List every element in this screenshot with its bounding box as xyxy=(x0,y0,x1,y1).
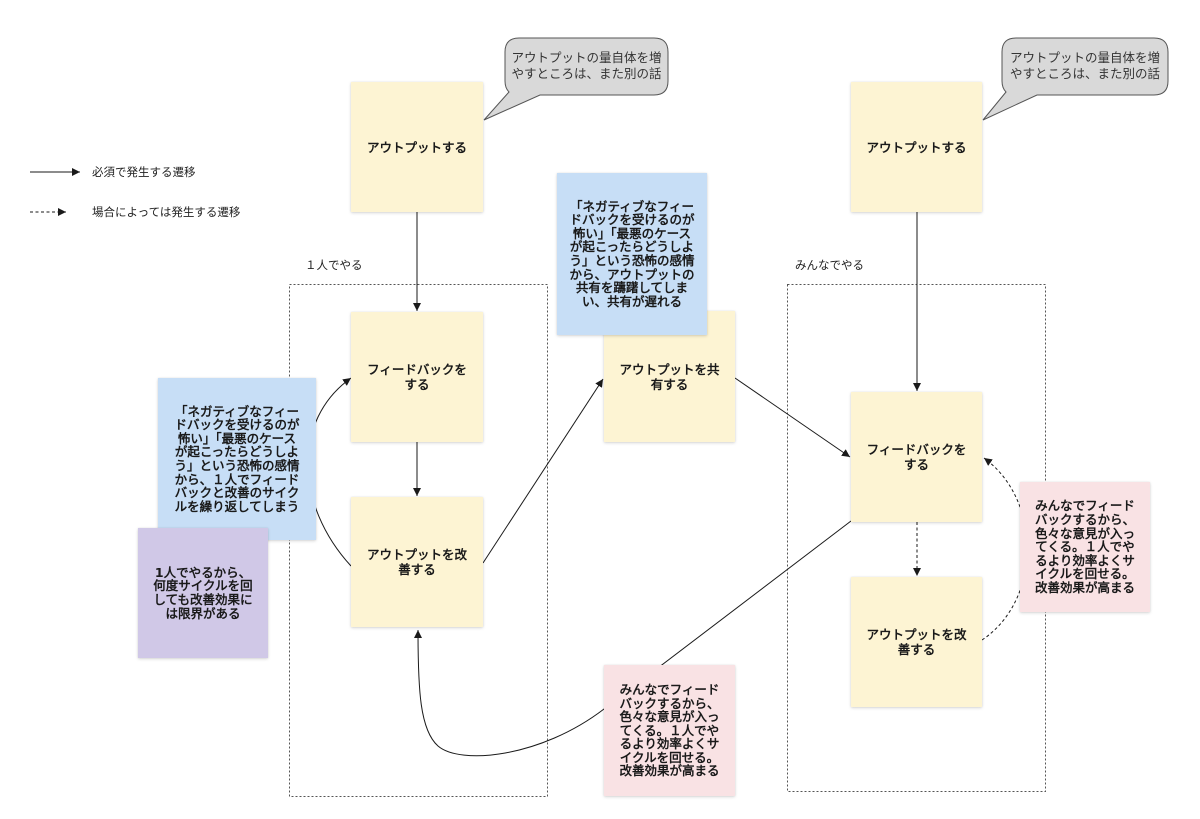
team-speech-bubble xyxy=(982,37,1169,121)
arrow-solo-improve-to-share xyxy=(482,378,604,564)
sticky-team-improve-text: アウトプットを改 善する xyxy=(866,627,967,657)
note-team-benefit-text: みんなでフィード バックするから、 色々な意見が入っ てくる。１人でや るより効… xyxy=(1034,498,1135,595)
sticky-team-output-text: アウトプットする xyxy=(866,139,967,155)
sticky-solo-feedback: フィードバックを する xyxy=(351,312,483,442)
sticky-solo-feedback-text: フィードバックを する xyxy=(367,362,467,392)
note-team-benefit: みんなでフィード バックするから、 色々な意見が入っ てくる。１人でや るより効… xyxy=(1020,482,1150,612)
note-solo-fear: 「ネガティブなフィー ドバックを受けるのが 怖い」「最悪のケース が起こったらど… xyxy=(158,378,316,540)
solo-speech-bubble xyxy=(483,37,669,121)
sticky-team-output: アウトプットする xyxy=(851,82,982,212)
solo-group-frame xyxy=(289,284,548,797)
team-section-label: みんなでやる xyxy=(795,258,864,272)
sticky-team-improve: アウトプットを改 善する xyxy=(851,577,982,707)
team-speech-bubble-text: アウトプットの量自体を増 やすところは、また別の話 xyxy=(1009,50,1160,81)
legend-required-label: 必須で発生する遷移 xyxy=(92,165,196,179)
sticky-team-feedback-text: フィードバックを する xyxy=(866,442,967,472)
solo-section-label: １人でやる xyxy=(305,258,363,272)
sticky-team-feedback: フィードバックを する xyxy=(851,392,982,522)
note-share-benefit: みんなでフィード バックするから、 色々な意見が入っ てくる。１人でや るより効… xyxy=(604,665,735,796)
note-solo-limit-text: 1人でやるから、 何度サイクルを回 しても改善効果に は限界がある xyxy=(153,564,253,621)
note-solo-fear-text: 「ネガティブなフィー ドバックを受けるのが 怖い」「最悪のケース が起こったらど… xyxy=(174,403,300,514)
note-share-benefit-text: みんなでフィード バックするから、 色々な意見が入っ てくる。１人でや るより効… xyxy=(619,681,720,779)
sticky-solo-output-text: アウトプットする xyxy=(366,139,467,155)
note-solo-limit: 1人でやるから、 何度サイクルを回 しても改善効果に は限界がある xyxy=(138,528,268,658)
sticky-solo-output: アウトプットする xyxy=(351,82,483,212)
sticky-share-output-text: アウトプットを共 有する xyxy=(619,361,720,392)
solo-speech-bubble-text: アウトプットの量自体を増 やすところは、また別の話 xyxy=(511,50,662,81)
sticky-solo-improve-text: アウトプットを改 善する xyxy=(366,547,467,577)
arrow-share-to-team-feedback xyxy=(734,377,851,458)
legend-optional-label: 場合によっては発生する遷移 xyxy=(92,205,241,219)
note-share-fear-text: 「ネガティブなフィー ドバックを受けるのが 怖い」「最悪のケース が起こったらど… xyxy=(569,198,695,309)
sticky-solo-improve: アウトプットを改 善する xyxy=(351,497,483,627)
arrow-team-feedback-to-solo-improve xyxy=(414,520,852,757)
note-share-fear: 「ネガティブなフィー ドバックを受けるのが 怖い」「最悪のケース が起こったらど… xyxy=(557,173,707,335)
